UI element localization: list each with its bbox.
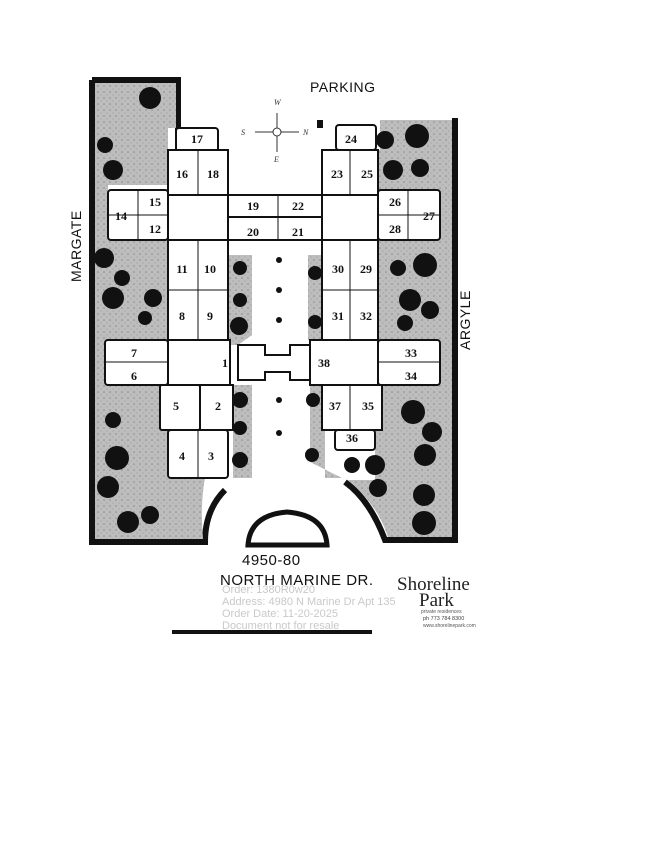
compass-label-bottom: E — [274, 155, 279, 164]
compass-label-right: N — [303, 128, 309, 137]
unit-label: 21 — [292, 225, 304, 239]
unit-label: 29 — [360, 262, 372, 276]
unit-label: 38 — [318, 356, 330, 370]
address-street: NORTH MARINE DR. — [220, 572, 374, 589]
brand-name-line1: Shoreline — [397, 574, 470, 595]
unit-label: 10 — [204, 262, 216, 276]
watermark-resale: Document not for resale — [222, 620, 340, 632]
fountain — [245, 509, 330, 548]
unit-label: 33 — [405, 346, 417, 360]
compass-label-left: S — [241, 128, 245, 137]
unit-label: 7 — [131, 346, 137, 360]
unit-label: 4 — [179, 449, 185, 463]
unit-label: 3 — [208, 449, 214, 463]
unit-label: 34 — [405, 369, 417, 383]
watermark-date: Order Date: 11-20-2025 — [222, 608, 338, 620]
brand-tagline: private residences — [421, 609, 462, 615]
unit-label: 2 — [215, 399, 221, 413]
unit-label: 9 — [207, 309, 213, 323]
unit-label: 16 — [176, 167, 188, 181]
unit-label: 14 — [115, 209, 127, 223]
unit-label: 24 — [345, 132, 357, 146]
unit-partitions — [105, 150, 440, 478]
unit-label: 12 — [149, 222, 161, 236]
unit-label: 28 — [389, 222, 401, 236]
unit-label: 18 — [207, 167, 219, 181]
unit-label: 8 — [179, 309, 185, 323]
unit-label: 15 — [149, 195, 161, 209]
unit-label: 22 — [292, 199, 304, 213]
unit-label: 20 — [247, 225, 259, 239]
street-label-argyle: ARGYLE — [457, 290, 473, 350]
unit-label: 5 — [173, 399, 179, 413]
watermark-order: Order: 1380R0w20 — [222, 584, 315, 596]
unit-label: 1 — [222, 356, 228, 370]
unit-label: 17 — [191, 132, 203, 146]
unit-label: 26 — [389, 195, 401, 209]
unit-label: 6 — [131, 369, 137, 383]
brand-website: www.shorelinepark.com — [423, 623, 476, 629]
brand-name-line2: Park — [419, 590, 454, 611]
compass-rose — [255, 113, 299, 152]
address-number: 4950-80 — [242, 552, 301, 569]
lawn-areas — [95, 83, 452, 539]
compass-label-top: W — [274, 98, 281, 107]
entry-bar — [172, 630, 372, 634]
unit-label: 23 — [331, 167, 343, 181]
building-connector-middle — [237, 344, 311, 381]
unit-label: 11 — [176, 262, 187, 276]
street-label-margate: MARGATE — [68, 210, 84, 282]
property-boundary-east — [317, 118, 458, 543]
trees — [94, 87, 442, 535]
street-label-parking: PARKING — [310, 79, 376, 95]
unit-label: 19 — [247, 199, 259, 213]
unit-label: 25 — [361, 167, 373, 181]
watermark-address: Address: 4980 N Marine Dr Apt 135 — [222, 596, 396, 608]
unit-label: 30 — [332, 262, 344, 276]
unit-label: 36 — [346, 431, 358, 445]
unit-label: 37 — [329, 399, 341, 413]
courtyard-dots — [276, 257, 282, 436]
brand-phone: ph 773 784 8300 — [423, 616, 465, 622]
unit-label: 35 — [362, 399, 374, 413]
unit-label: 31 — [332, 309, 344, 323]
unit-label: 32 — [360, 309, 372, 323]
unit-label: 27 — [423, 209, 435, 223]
